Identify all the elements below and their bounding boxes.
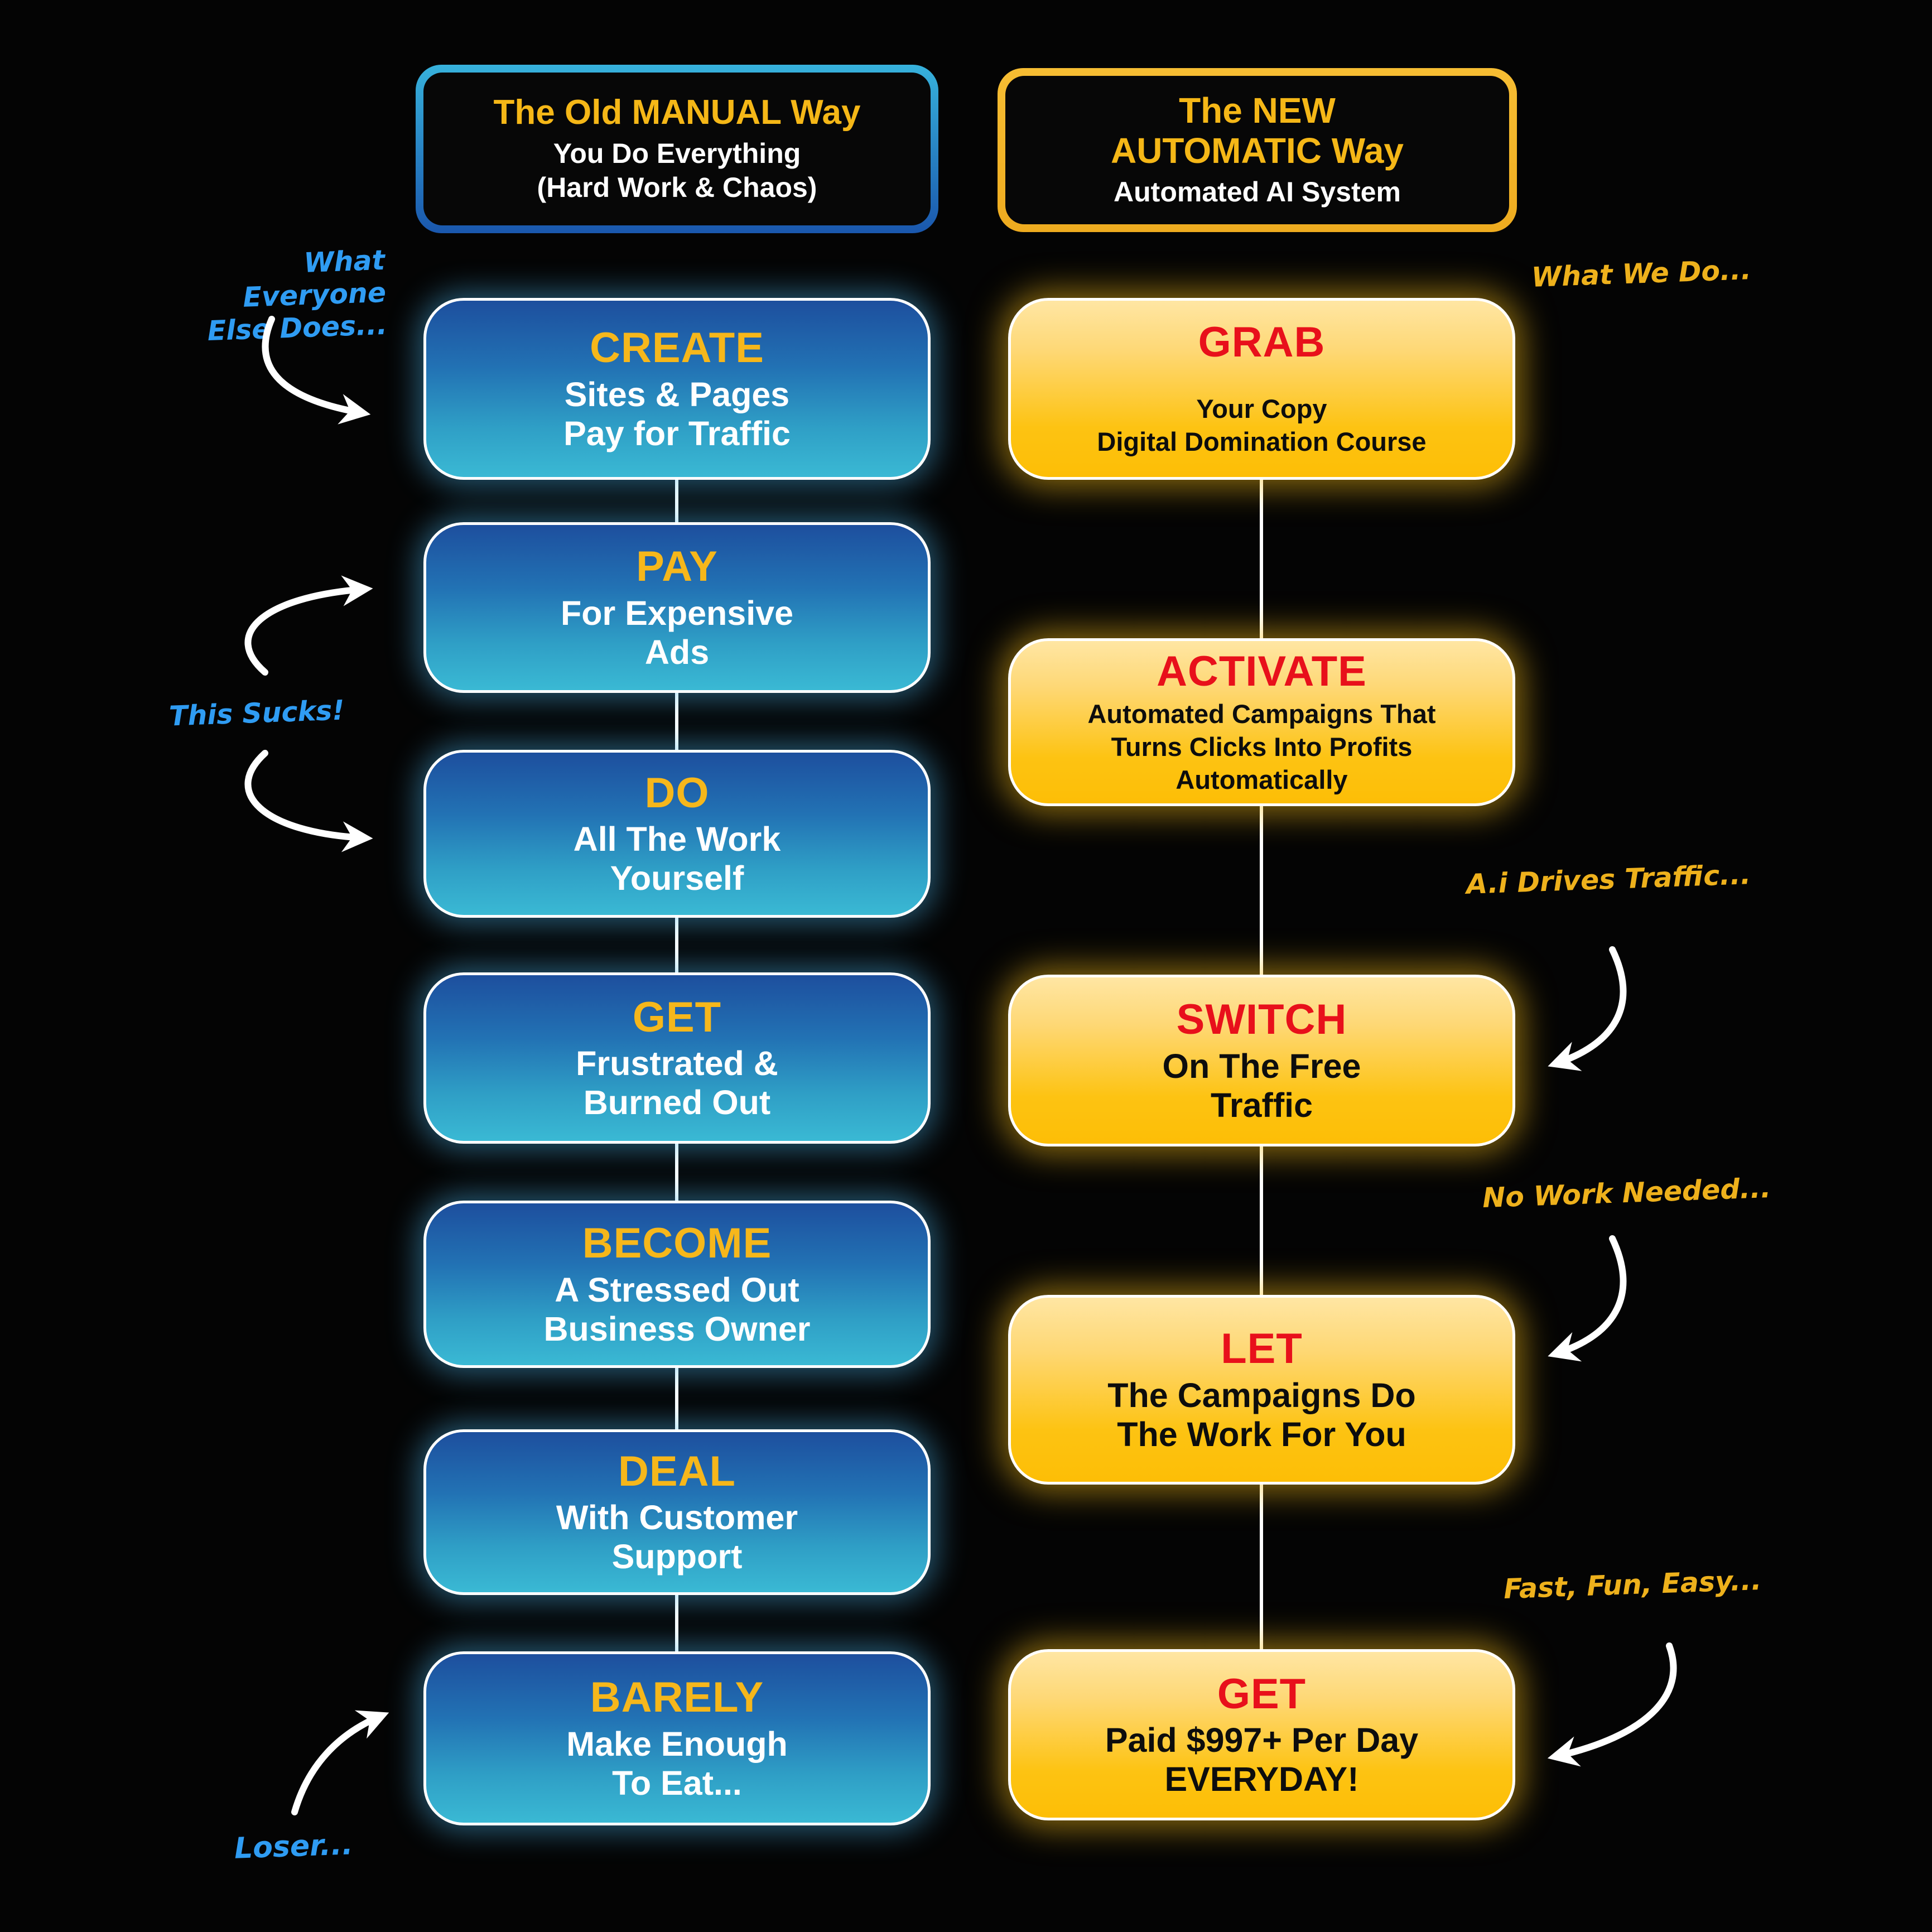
step-text: Automated Campaigns That Turns Clicks In…	[1087, 699, 1436, 794]
step-box-get-paid: GET Paid $997+ Per Day EVERYDAY!	[1008, 1649, 1515, 1820]
arrow-no-work-to-let	[1548, 1235, 1627, 1362]
connector-right-3	[1260, 1145, 1263, 1295]
arrow-this-sucks-to-do	[244, 750, 373, 852]
connector-left-4	[675, 1143, 678, 1201]
step-keyword: LET	[1221, 1325, 1303, 1373]
connector-left-5	[675, 1367, 678, 1430]
annotation-what-everyone-else-does: What Everyone Else Does...	[206, 244, 388, 347]
new-way-title: The NEW AUTOMATIC Way	[1110, 90, 1404, 171]
step-box-deal: DEAL With Customer Support	[423, 1429, 931, 1595]
connector-right-1	[1260, 479, 1263, 640]
annotation-ai-drives-traffic: A.i Drives Traffic...	[1466, 859, 1752, 900]
arrow-fast-fun-to-get-paid	[1547, 1642, 1677, 1767]
connector-right-4	[1260, 1483, 1263, 1651]
connector-left-6	[675, 1594, 678, 1652]
annotation-no-work-needed: No Work Needed...	[1482, 1172, 1772, 1215]
old-way-title: The Old MANUAL Way	[493, 93, 861, 132]
step-keyword: SWITCH	[1176, 996, 1347, 1044]
annotation-what-we-do: What We Do...	[1531, 254, 1752, 293]
connector-left-3	[675, 917, 678, 975]
step-keyword: BARELY	[590, 1674, 764, 1722]
step-box-become: BECOME A Stressed Out Business Owner	[423, 1201, 931, 1368]
step-keyword: DEAL	[618, 1447, 736, 1495]
new-way-subtitle: Automated AI System	[1114, 176, 1401, 208]
step-box-pay: PAY For Expensive Ads	[423, 522, 931, 693]
step-text: The Campaigns Do The Work For You	[1107, 1376, 1416, 1453]
old-way-header-box: The Old MANUAL Way You Do Everything (Ha…	[416, 65, 938, 233]
step-text: A Stressed Out Business Owner	[543, 1270, 811, 1348]
arrow-loser-to-barely	[291, 1710, 389, 1815]
step-text: Frustrated & Burned Out	[576, 1044, 778, 1122]
arrow-this-sucks-to-pay	[244, 575, 373, 676]
step-box-barely: BARELY Make Enough To Eat...	[423, 1651, 931, 1825]
step-text: With Customer Support	[556, 1499, 798, 1576]
step-keyword: GET	[1217, 1670, 1307, 1718]
step-keyword: GRAB	[1198, 319, 1326, 367]
step-box-let: LET The Campaigns Do The Work For You	[1008, 1295, 1515, 1485]
connector-left-2	[675, 692, 678, 752]
new-way-header-box: The NEW AUTOMATIC Way Automated AI Syste…	[998, 68, 1517, 232]
step-box-grab: GRAB Your Copy Digital Domination Course	[1008, 298, 1515, 480]
annotation-fast-fun-easy: Fast, Fun, Easy...	[1503, 1564, 1762, 1606]
step-text: Your Copy Digital Domination Course	[1097, 394, 1427, 456]
step-box-do: DO All The Work Yourself	[423, 750, 931, 918]
step-box-activate: ACTIVATE Automated Campaigns That Turns …	[1008, 638, 1515, 806]
step-text: For Expensive Ads	[561, 594, 793, 671]
step-keyword: PAY	[636, 543, 718, 591]
step-keyword: ACTIVATE	[1157, 647, 1367, 695]
step-box-create: CREATE Sites & Pages Pay for Traffic	[423, 298, 931, 480]
step-keyword: CREATE	[590, 324, 764, 372]
annotation-loser: Loser...	[233, 1828, 354, 1866]
step-box-switch: SWITCH On The Free Traffic	[1008, 975, 1515, 1146]
arrow-ai-traffic-to-switch	[1548, 946, 1627, 1071]
connector-left-1	[675, 479, 678, 524]
step-text: Paid $997+ Per Day EVERYDAY!	[1105, 1721, 1419, 1799]
step-keyword: DO	[644, 769, 710, 817]
step-keyword: BECOME	[582, 1220, 772, 1268]
step-box-get-frustrated: GET Frustrated & Burned Out	[423, 972, 931, 1144]
step-text: All The Work Yourself	[573, 820, 781, 898]
connector-right-2	[1260, 805, 1263, 977]
old-way-subtitle: You Do Everything (Hard Work & Chaos)	[537, 137, 817, 203]
annotation-this-sucks: This Sucks!	[168, 694, 345, 733]
step-text: On The Free Traffic	[1162, 1047, 1361, 1124]
step-text: Make Enough To Eat...	[566, 1724, 788, 1802]
step-keyword: GET	[632, 993, 722, 1041]
step-text: Sites & Pages Pay for Traffic	[563, 375, 791, 452]
